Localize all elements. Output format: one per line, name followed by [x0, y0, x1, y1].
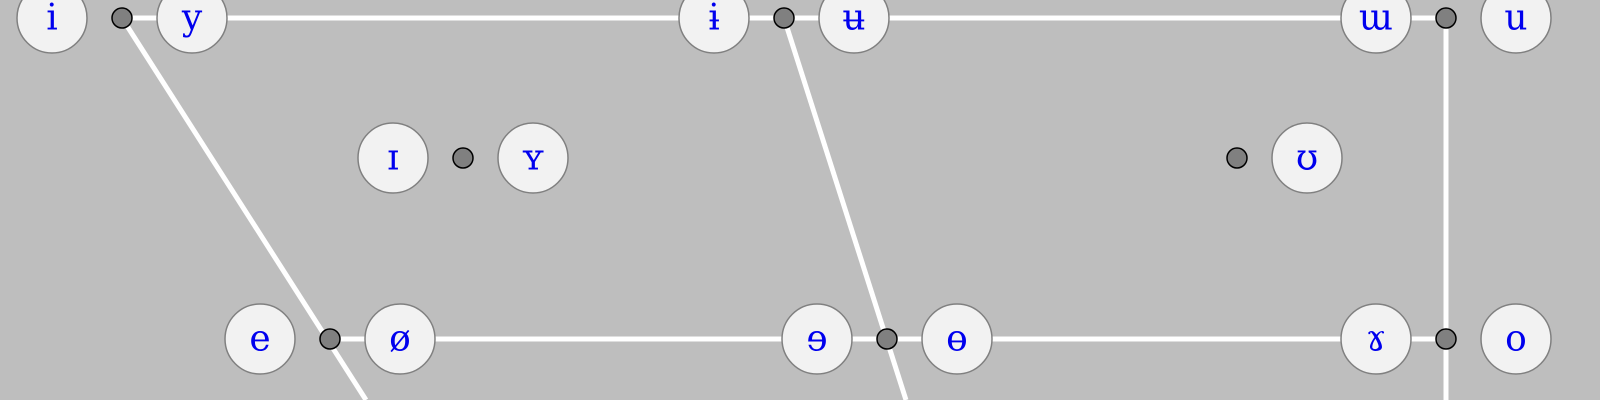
- vowel-bubble-rounded-close-mid-central: ɵ: [921, 303, 993, 375]
- vowel-symbol: ɘ: [806, 319, 827, 360]
- vowel-symbol: ɨ: [708, 0, 720, 39]
- vowel-point-close-mid-back: [1435, 328, 1457, 350]
- vowel-bubble-rounded-near-close-near-back: ʊ: [1271, 122, 1343, 194]
- vowel-bubble-circle: [1480, 303, 1552, 375]
- vowel-point-near-close-near-front: [452, 147, 474, 169]
- vowel-bubble-circle: [364, 303, 436, 375]
- vowel-bubble-circle: [781, 303, 853, 375]
- vowel-symbol: ʉ: [842, 0, 865, 39]
- vowel-point-close-front: [111, 7, 133, 29]
- vowel-symbol: i: [46, 0, 58, 39]
- vowel-bubble-unrounded-close-mid-back: ɤ: [1340, 303, 1412, 375]
- vowel-bubble-unrounded-close-central: ɨ: [678, 0, 750, 54]
- vowel-point-close-mid-front: [319, 328, 341, 350]
- vowel-point-near-close-near-back: [1226, 147, 1248, 169]
- vowel-bubble-circle: [1480, 0, 1552, 54]
- vowel-bubble-unrounded-close-mid-central: ɘ: [781, 303, 853, 375]
- vowel-bubble-circle: [678, 0, 750, 54]
- vowel-symbol: y: [181, 0, 203, 39]
- vowel-point-close-back: [1435, 7, 1457, 29]
- vowel-symbol: ɤ: [1366, 319, 1386, 360]
- vowel-bubble-circle: [1340, 0, 1412, 54]
- vowel-symbol: ʏ: [521, 138, 545, 179]
- vowel-bubble-circle: [224, 303, 296, 375]
- vowel-bubble-circle: [1271, 122, 1343, 194]
- vowel-bubble-rounded-close-back: u: [1480, 0, 1552, 54]
- vowel-bubble-unrounded-close-front: i: [16, 0, 88, 54]
- vowel-symbol: ø: [389, 319, 411, 360]
- vowel-symbol: o: [1505, 319, 1527, 360]
- vowel-bubble-rounded-close-mid-front: ø: [364, 303, 436, 375]
- vowel-bubble-rounded-close-mid-back: o: [1480, 303, 1552, 375]
- vowel-bubble-unrounded-close-back: ɯ: [1340, 0, 1412, 54]
- vowel-bubble-unrounded-close-mid-front: e: [224, 303, 296, 375]
- chart-dots: [111, 7, 1457, 350]
- vowel-bubble-rounded-close-front: y: [156, 0, 228, 54]
- vowel-symbol: e: [249, 319, 270, 360]
- vowel-bubble-rounded-near-close-near-front: ʏ: [497, 122, 569, 194]
- vowel-bubble-circle: [357, 122, 429, 194]
- vowel-symbol: ɪ: [387, 138, 399, 179]
- vowel-bubble-circle: [921, 303, 993, 375]
- vowel-point-close-central: [773, 7, 795, 29]
- vowel-bubble-rounded-close-central: ʉ: [818, 0, 890, 54]
- vowel-bubble-circle: [156, 0, 228, 54]
- chart-vowels: i y ɨ ʉ ɯ u ɪ ʏ ʊ e ø ɘ ɵ ɤ o: [16, 0, 1552, 375]
- vowel-bubble-circle: [1340, 303, 1412, 375]
- vowel-symbol: ɯ: [1359, 0, 1393, 39]
- vowel-bubble-circle: [16, 0, 88, 54]
- vowel-symbol: ʊ: [1296, 138, 1318, 179]
- vowel-point-close-mid-central: [876, 328, 898, 350]
- vowel-bubble-circle: [818, 0, 890, 54]
- vowel-bubble-circle: [497, 122, 569, 194]
- vowel-bubble-unrounded-near-close-near-front: ɪ: [357, 122, 429, 194]
- vowel-symbol: ɵ: [946, 319, 968, 360]
- vowel-symbol: u: [1504, 0, 1527, 39]
